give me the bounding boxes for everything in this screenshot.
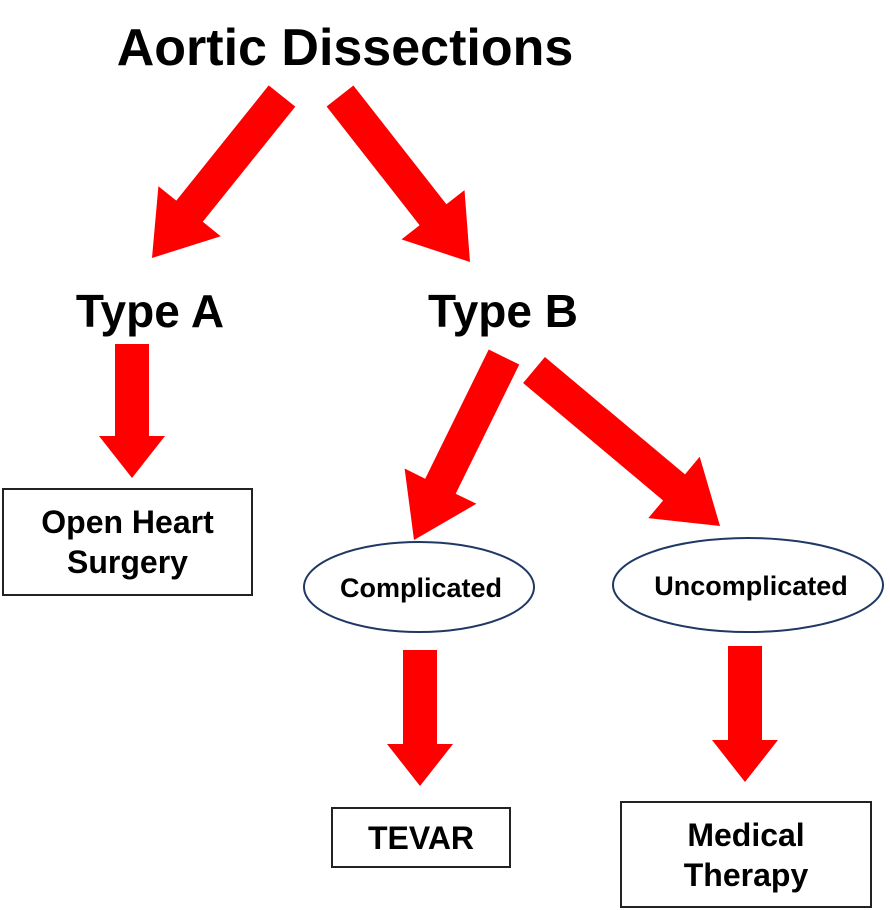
uncomplicated-oval [612, 537, 884, 633]
medical-therapy-line1: Medical [687, 816, 805, 853]
arrow-uncomplicated-to-medical [712, 646, 778, 782]
arrow-type-b-to-complicated [404, 349, 520, 540]
complicated-label: Complicated [339, 573, 503, 603]
open-heart-line2: Surgery [67, 544, 188, 580]
arrow-type-a-to-open-heart [99, 344, 165, 478]
type-b-label: Type B [428, 285, 578, 337]
uncomplicated-label: Uncomplicated [654, 571, 848, 601]
arrow-title-to-type-b [326, 85, 470, 262]
diagram-title: Aortic Dissections [116, 19, 574, 77]
type-a-label: Type A [75, 285, 225, 337]
complicated-oval [303, 541, 535, 633]
open-heart-surgery-box: Open Heart Surgery [2, 488, 253, 596]
arrow-title-to-type-a [152, 85, 296, 259]
tevar-box: TEVAR [331, 807, 511, 868]
arrow-complicated-to-tevar [387, 650, 453, 786]
medical-therapy-line2: Therapy [683, 856, 809, 893]
arrow-type-b-to-uncomplicated [523, 357, 720, 526]
medical-therapy-box: Medical Therapy [620, 801, 872, 908]
open-heart-line1: Open Heart [41, 504, 214, 540]
tevar-label: TEVAR [367, 819, 475, 856]
